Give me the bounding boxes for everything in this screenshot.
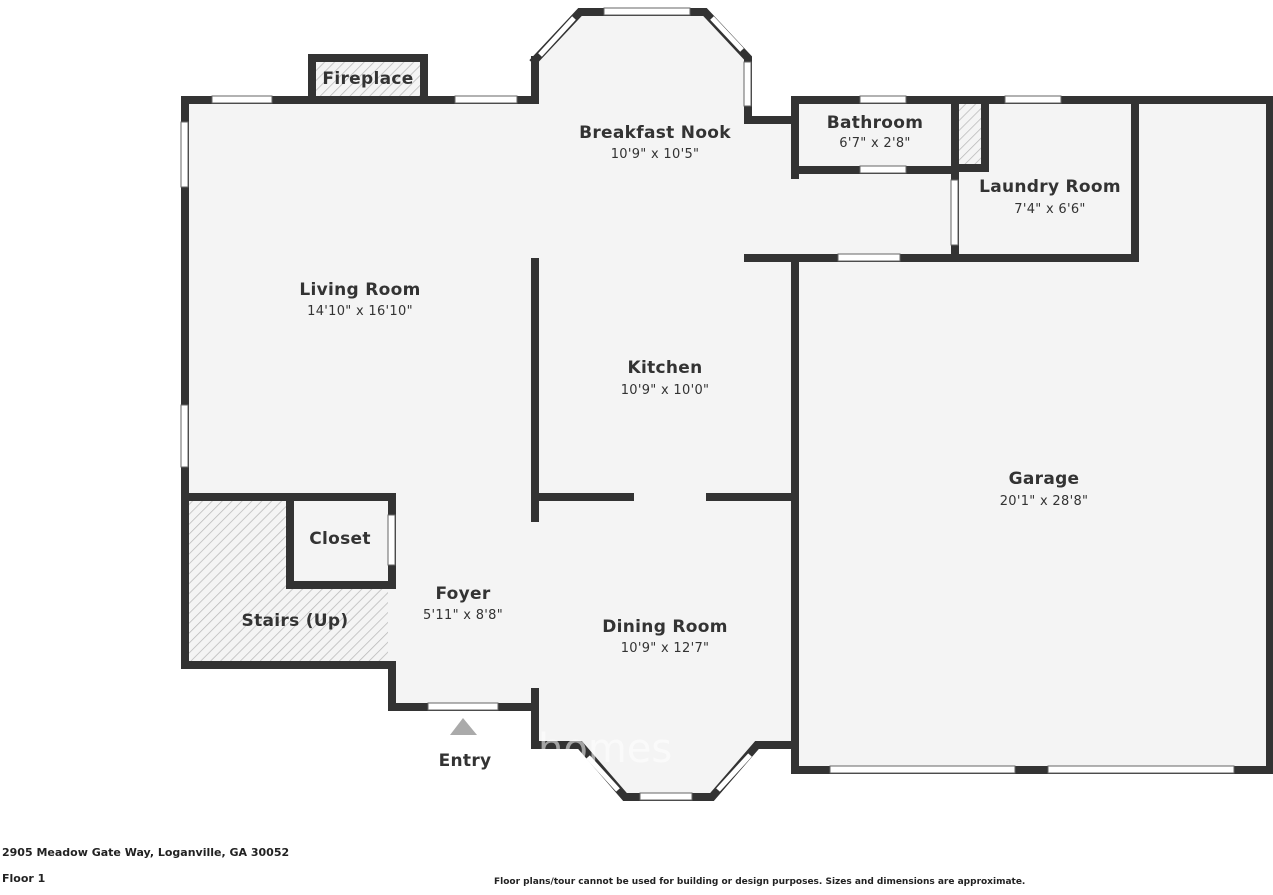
fireplace-area: [314, 58, 422, 96]
breakfast-nook-label: Breakfast Nook: [579, 123, 731, 143]
foyer-label: Foyer: [435, 584, 490, 604]
closet-area: [290, 500, 390, 582]
dining-room-dims: 10'9" x 12'7": [621, 641, 710, 656]
duct-area: [958, 102, 983, 164]
floor-plan: homes Breakfast Nook 10'9" x 10'5" Bathr…: [180, 7, 1273, 801]
garage-label: Garage: [1009, 469, 1080, 489]
fireplace-label: Fireplace: [322, 69, 413, 89]
disclaimer: Floor plans/tour cannot be used for buil…: [494, 877, 1026, 887]
entry-label: Entry: [439, 751, 492, 771]
garage-dims: 20'1" x 28'8": [1000, 494, 1089, 509]
kitchen-label: Kitchen: [627, 358, 702, 378]
living-room-dims: 14'10" x 16'10": [307, 304, 413, 319]
laundry-room-label: Laundry Room: [979, 177, 1121, 197]
kitchen-dims: 10'9" x 10'0": [621, 383, 710, 398]
foyer-dims: 5'11" x 8'8": [423, 608, 503, 623]
dining-room-label: Dining Room: [602, 617, 728, 637]
angled-windows: [538, 16, 752, 792]
stairs-label: Stairs (Up): [242, 611, 349, 631]
laundry-room-dims: 7'4" x 6'6": [1014, 202, 1085, 217]
address: 2905 Meadow Gate Way, Loganville, GA 300…: [2, 846, 290, 859]
closet-label: Closet: [309, 529, 371, 549]
floor-area: [185, 12, 1270, 797]
breakfast-nook-dims: 10'9" x 10'5": [611, 147, 700, 162]
bathroom-dims: 6'7" x 2'8": [839, 136, 910, 151]
windows: [180, 7, 1235, 801]
living-room-label: Living Room: [299, 280, 420, 300]
floor-label: Floor 1: [2, 872, 46, 885]
entry-arrow-icon: [450, 718, 477, 735]
bathroom-label: Bathroom: [827, 113, 924, 133]
watermark: homes: [538, 726, 672, 772]
